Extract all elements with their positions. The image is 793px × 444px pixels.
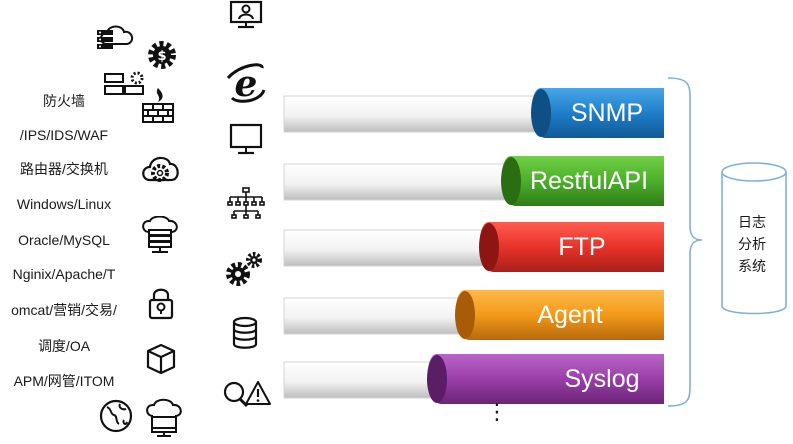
source-line-router: 路由器/交换机 (20, 161, 108, 177)
source-line-db: Oracle/MySQL (18, 232, 110, 248)
cloud-server-icon (97, 25, 134, 49)
gear-dollar-icon: $ (148, 41, 176, 69)
source-line-web: Nginix/Apache/T (12, 266, 116, 282)
log-analysis-system-cylinder (721, 162, 787, 315)
source-line-firewall: 防火墙 (43, 93, 85, 109)
source-line-ips: /IPS/IDS/WAF (19, 127, 109, 143)
svg-text:$: $ (157, 49, 166, 64)
destination-line-1: 日志 (738, 214, 766, 230)
source-line-apps: omcat/营销/交易/ (11, 302, 117, 318)
pipe-label-restfulapi: RestfulAPI (529, 167, 649, 195)
firewall-icon (142, 88, 174, 123)
destination-line-3: 系统 (738, 258, 766, 274)
cloud-computer-icon (146, 398, 182, 437)
pipe-label-snmp: SNMP (570, 99, 644, 127)
pipe-label-agent: Agent (537, 301, 603, 329)
pipe-syslog (283, 354, 664, 404)
cloud-gear-icon (142, 156, 179, 182)
cloud-database-icon (142, 216, 178, 253)
database-icon (232, 316, 258, 349)
monitor-icon (229, 123, 263, 155)
pipe-label-ftp: FTP (558, 233, 606, 261)
destination-line-2: 分析 (738, 236, 766, 252)
svg-text:e: e (235, 63, 258, 104)
box-icon (146, 343, 176, 375)
search-warning-icon (223, 381, 271, 408)
pipe-restfulapi (283, 156, 664, 206)
source-line-oa: 调度/OA (37, 338, 91, 354)
pipe-agent (283, 290, 664, 340)
pipe-ftp (283, 222, 664, 272)
network-tree-icon (227, 187, 265, 219)
user-monitor-icon (229, 0, 263, 29)
source-line-os: Windows/Linux (16, 196, 112, 212)
pipe-snmp (283, 88, 664, 138)
pipe-label-syslog: Syslog (564, 365, 640, 393)
lock-icon (148, 288, 174, 320)
ie-browser-icon: e (226, 63, 266, 104)
server-rack-gear-icon (104, 71, 144, 95)
gears-icon (226, 252, 262, 286)
source-line-apm: APM/网管/ITOM (13, 373, 115, 389)
globe-icon (99, 399, 133, 433)
